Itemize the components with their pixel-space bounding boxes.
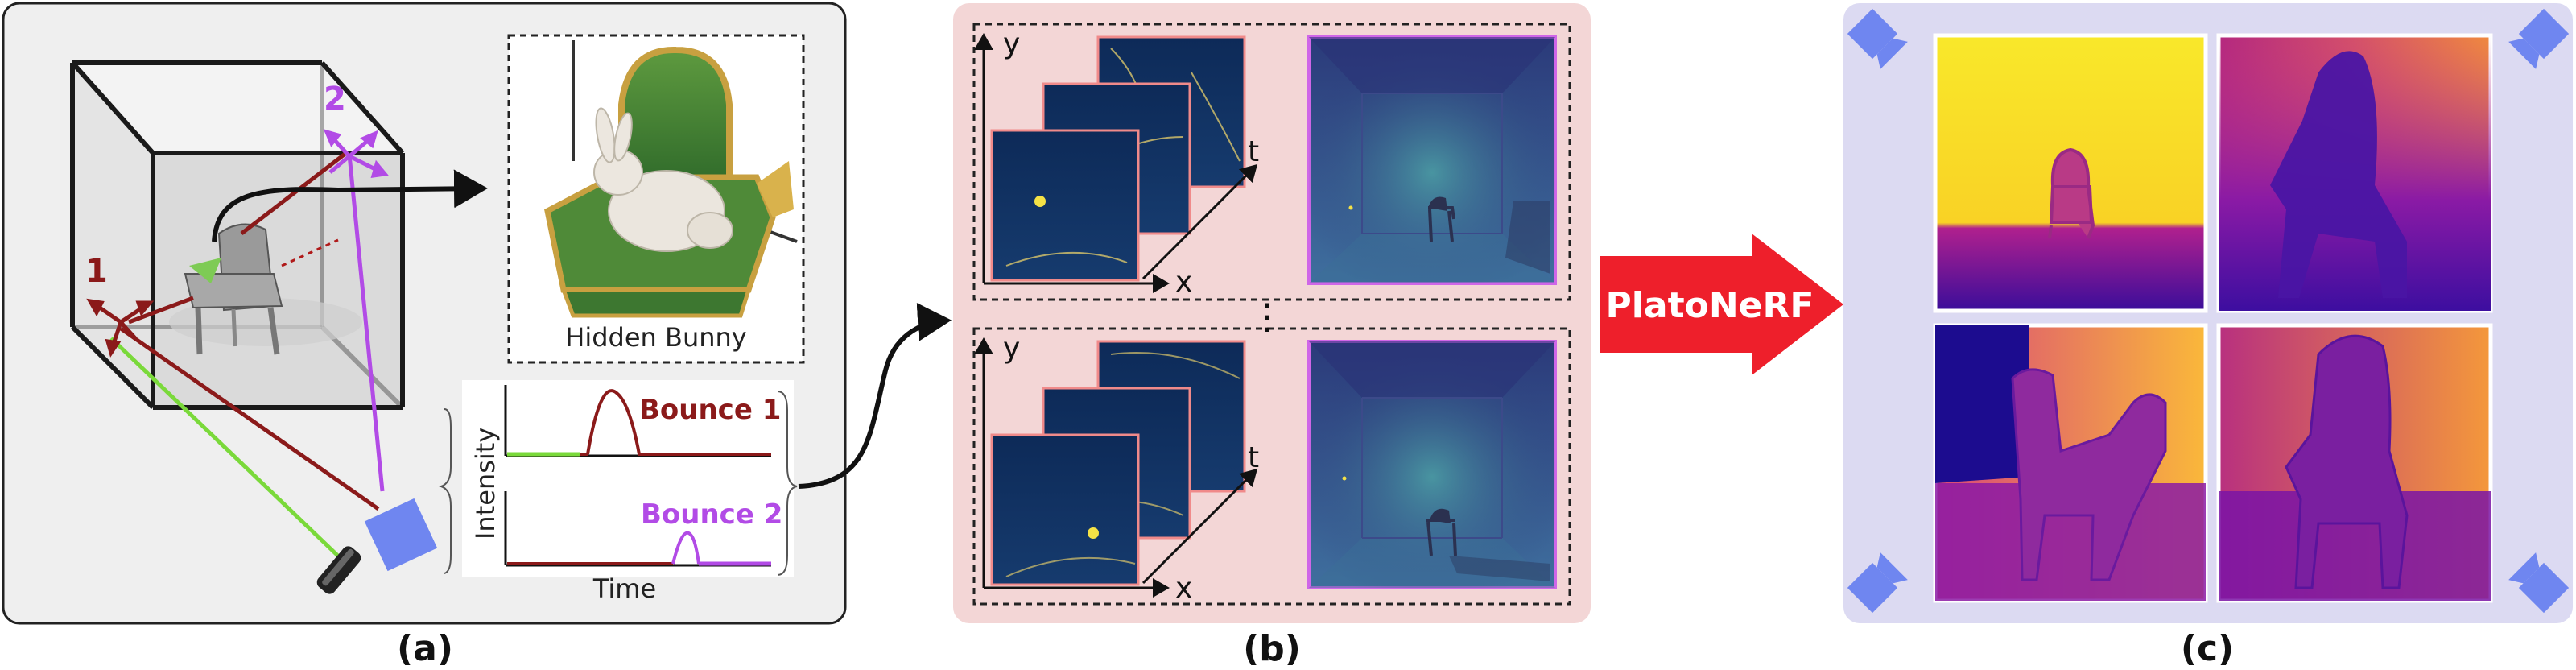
plot-xlabel: Time [592,573,656,604]
panel-c: (c) [1843,3,2573,669]
axis-y-bottom: y [1003,332,1020,365]
panel-b: ⋮ y x t [953,3,1591,669]
axis-x-bottom: x [1175,572,1192,605]
bounce1-ray-to-chair [128,296,194,325]
inset-caption: Hidden Bunny [565,322,746,353]
platonerf-label: PlatoNeRF [1606,285,1814,326]
separator-dots: ⋮ [1249,296,1285,337]
plot-ylabel: Intensity [470,428,501,540]
axis-y-top: y [1003,27,1020,60]
axis-t-top: t [1248,135,1259,168]
bounce2-ray-to-camera [347,154,385,492]
laser-icon [316,546,361,594]
transient-stack-bottom: y x t [974,332,1259,605]
scatter-point-1 [86,298,155,358]
laser-ray [109,337,346,564]
panel-a-label: (a) [397,628,453,669]
chair-in-room [169,223,362,355]
depth-map-3 [1933,323,2208,603]
camera-icon [364,498,438,572]
depth-map-2 [2216,33,2493,313]
scatter-point-2 [323,129,389,179]
transient-plot: Intensity Time Bounce 1 Bounce 2 [438,380,798,604]
bounce1-label: Bounce 1 [639,394,781,426]
room-render-bottom [1307,340,1557,589]
shadow-ray [281,238,339,267]
panel-b-label: (b) [1243,628,1301,669]
hidden-bunny-inset: Hidden Bunny [507,34,805,364]
arrow-to-panel-b [798,303,952,489]
arrow-to-inset [212,169,488,242]
transient-stack-top: y x t [974,27,1259,299]
platonerf-arrow: PlatoNeRF [1600,234,1843,375]
panel-a: 1 2 Hidden Bunny [2,2,952,669]
panel-c-label: (c) [2181,628,2234,669]
marker-1: 1 [85,253,108,290]
depth-map-1 [1933,33,2208,313]
light-rays [109,151,385,564]
bounce2-label: Bounce 2 [641,498,782,531]
depth-map-4 [2216,323,2493,603]
axis-x-top: x [1175,266,1192,299]
marker-2: 2 [324,81,346,118]
room-render-top [1307,35,1557,285]
axis-t-bottom: t [1248,441,1259,474]
bounce1-ray-to-wall [240,151,348,235]
bounce1-ray-to-camera [119,326,380,511]
